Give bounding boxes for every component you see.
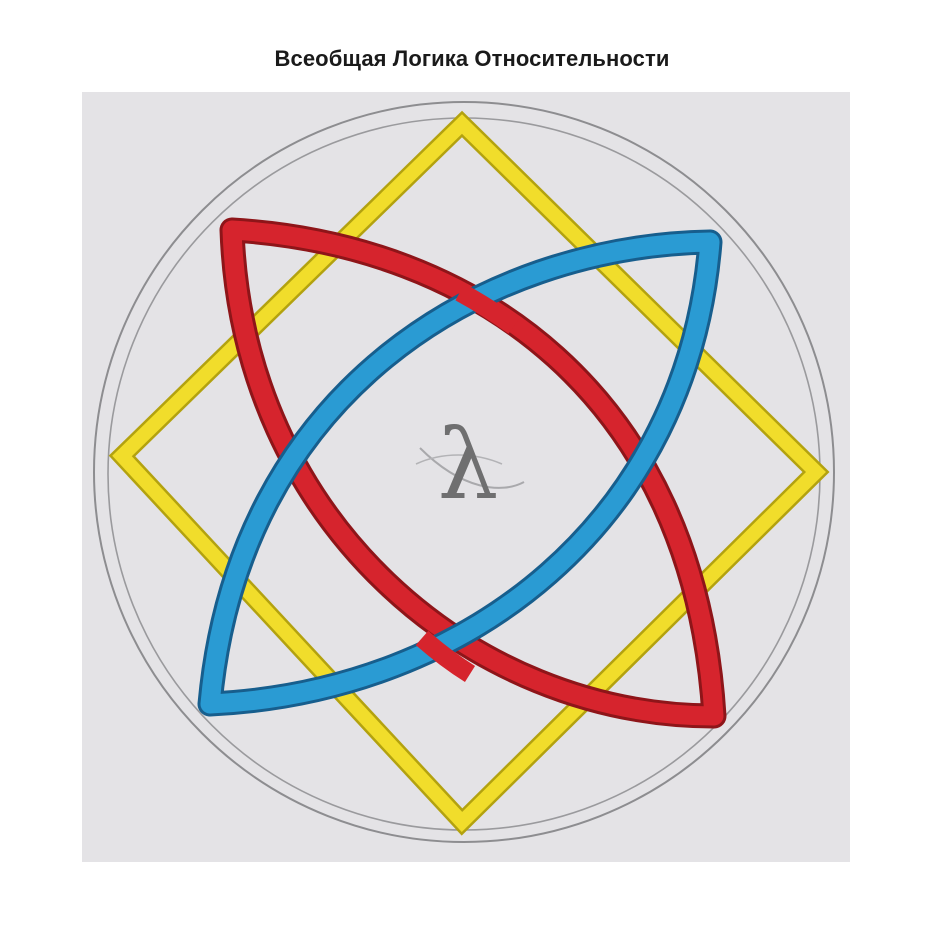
- page-title: Всеобщая Логика Относительности: [274, 46, 670, 71]
- pencil-sketch-stroke: [419, 447, 525, 489]
- red-lens: [222, 220, 724, 726]
- hand-drawn-emblem: λ: [82, 92, 850, 862]
- pencil-sketch-stroke-2: [415, 454, 503, 465]
- blue-lens: [200, 232, 720, 714]
- outer-pencil-circle: [93, 101, 835, 843]
- lambda-symbol: λ: [437, 409, 499, 521]
- emblem-figure: [93, 101, 835, 843]
- red-over-blue-lower: [415, 630, 476, 683]
- red-over-blue-upper: [455, 283, 520, 334]
